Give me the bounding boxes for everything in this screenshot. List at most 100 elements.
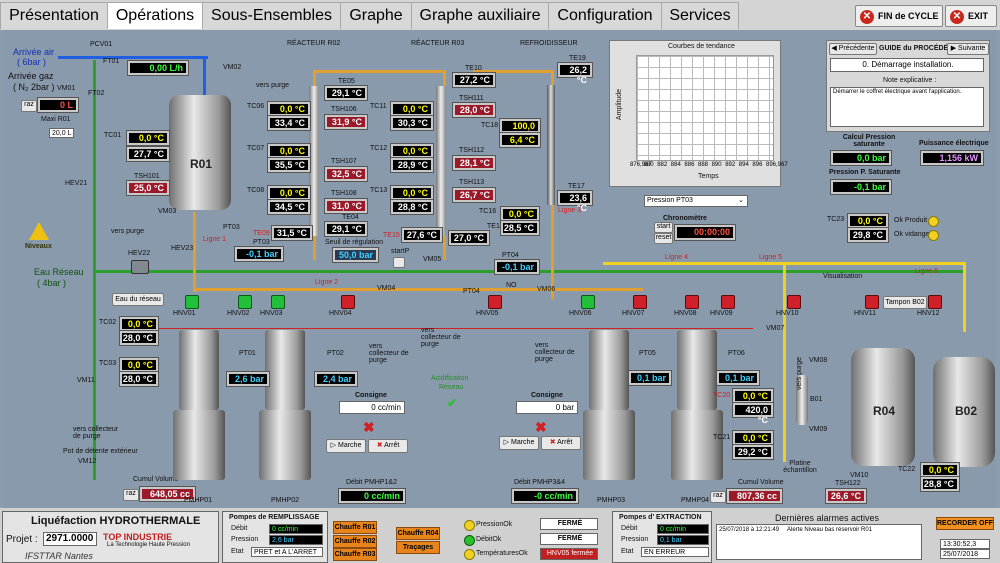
hnv11-valve[interactable] bbox=[865, 295, 879, 309]
te04-value: 29,1 °C bbox=[325, 222, 367, 236]
tc01-setpoint[interactable]: 0,0 °C bbox=[127, 131, 169, 145]
tab-graphe-auxiliaire[interactable]: Graphe auxiliaire bbox=[411, 2, 549, 29]
tracages-button[interactable]: Traçages bbox=[396, 541, 440, 554]
tank-b02 bbox=[933, 357, 995, 467]
tc22-label: TC22 bbox=[898, 466, 916, 473]
tc07-value: 35,5 °C bbox=[268, 158, 310, 172]
raz-cumul-2-button[interactable]: raz bbox=[710, 491, 726, 503]
vers-purge-1: vers purge bbox=[256, 82, 290, 89]
chevron-down-icon: ⌄ bbox=[738, 197, 744, 204]
consigne-12-input[interactable]: 0 cc/min bbox=[339, 401, 405, 414]
chart-x-tick: 894 bbox=[738, 162, 749, 168]
hev22-valve[interactable] bbox=[131, 260, 149, 274]
pmhp12-arret-button[interactable]: ✖ Arrêt bbox=[368, 439, 408, 453]
tc21-setpoint[interactable]: 0,0 °C bbox=[733, 431, 773, 445]
stop-icon: ✖ bbox=[549, 439, 556, 446]
tc02-setpoint[interactable]: 0,0 °C bbox=[120, 317, 158, 331]
pt04-label-a: PT04 bbox=[502, 252, 519, 259]
te09-value: 31,5 °C bbox=[272, 226, 312, 240]
hnv03-label: HNV03 bbox=[260, 310, 283, 317]
tab-operations[interactable]: Opérations bbox=[107, 2, 203, 29]
chauffe-r03-button[interactable]: Chauffe R03 bbox=[333, 548, 377, 561]
seuil-regulation-input[interactable]: 50,0 bar bbox=[333, 248, 378, 262]
chrono-reset-button[interactable]: reset bbox=[654, 233, 673, 244]
rempl-debit-label: Débit bbox=[231, 525, 248, 532]
guide-prev-button[interactable]: ◀ Précédente bbox=[829, 43, 877, 55]
hnv08-valve[interactable] bbox=[685, 295, 699, 309]
tc13-setpoint[interactable]: 0,0 °C bbox=[391, 186, 433, 200]
hnv12-valve[interactable] bbox=[928, 295, 942, 309]
tab-graphe[interactable]: Graphe bbox=[340, 2, 412, 29]
hnv06-valve[interactable] bbox=[581, 295, 595, 309]
tc11-value: 30,3 °C bbox=[391, 116, 433, 130]
tc23-setpoint[interactable]: 0,0 °C bbox=[848, 214, 888, 228]
startp-button[interactable] bbox=[393, 257, 405, 268]
tab-sous-ensembles[interactable]: Sous-Ensembles bbox=[202, 2, 341, 29]
tsh112-value: 28,1 °C bbox=[453, 156, 495, 170]
hnv04-valve[interactable] bbox=[341, 295, 355, 309]
tc06-setpoint[interactable]: 0,0 °C bbox=[268, 102, 310, 116]
maxi-r01-input[interactable]: 20,0 L bbox=[49, 128, 74, 138]
tc18-setpoint[interactable]: 100,0 °C bbox=[500, 119, 540, 141]
pipe-r01-out bbox=[193, 212, 196, 292]
tc20-label: TC20 bbox=[713, 392, 731, 399]
tc08-setpoint[interactable]: 0,0 °C bbox=[268, 186, 310, 200]
tc22-setpoint[interactable]: 0,0 °C bbox=[921, 463, 959, 477]
air-label: Arrivée air bbox=[13, 47, 55, 57]
exit-button[interactable]: ✕EXIT bbox=[945, 5, 997, 27]
tc07-setpoint[interactable]: 0,0 °C bbox=[268, 144, 310, 158]
hev21-label: HEV21 bbox=[65, 180, 88, 187]
hnv03-valve[interactable] bbox=[271, 295, 285, 309]
chrono-start-button[interactable]: start bbox=[654, 222, 673, 233]
rempl-etat-value: PRET et A L'ARRET bbox=[251, 547, 323, 557]
pmhp34-arret-button[interactable]: ✖ Arrêt bbox=[541, 436, 581, 450]
tc12-setpoint[interactable]: 0,0 °C bbox=[391, 144, 433, 158]
check-icon: ✔ bbox=[447, 396, 458, 410]
consigne-34-input[interactable]: 0 bar bbox=[516, 401, 578, 414]
chauffe-r01-button[interactable]: Chauffe R01 bbox=[333, 521, 377, 534]
chart-signal-select[interactable]: Pression PT03⌄ bbox=[644, 195, 748, 207]
collector-label-4: vers collecteur de purge bbox=[421, 327, 461, 348]
status-bar: Liquéfaction HYDROTHERMALE Projet : 2971… bbox=[0, 508, 1000, 563]
alarms-list[interactable]: 25/07/2018 à 12:21:49 Alerte Niveau bas … bbox=[716, 524, 922, 560]
hnv07-valve[interactable] bbox=[633, 295, 647, 309]
guide-note: Démarrer le coffret électrique avant l'a… bbox=[830, 87, 984, 127]
tab-services[interactable]: Services bbox=[661, 2, 739, 29]
pmhp34-marche-button[interactable]: ▷ Marche bbox=[499, 436, 539, 450]
hnv05-valve[interactable] bbox=[488, 295, 502, 309]
tab-configuration[interactable]: Configuration bbox=[548, 2, 662, 29]
tc03-label: TC03 bbox=[99, 360, 117, 367]
hnv09-valve[interactable] bbox=[721, 295, 735, 309]
tc16-setpoint[interactable]: 0,0 °C bbox=[501, 207, 539, 221]
vers-purge-3: vers purge bbox=[796, 356, 804, 391]
te17-label: TE17 bbox=[568, 183, 585, 190]
raz-ft02-button[interactable]: raz bbox=[21, 100, 37, 112]
te19-value: 26,2 °C bbox=[558, 63, 592, 85]
air-pipe bbox=[58, 56, 208, 59]
chauffe-r04-button[interactable]: Chauffe R04 bbox=[396, 527, 440, 540]
tsh113-value: 26,7 °C bbox=[453, 188, 495, 202]
puissance-label: Puissance électrique bbox=[919, 140, 989, 147]
hnv01-valve[interactable] bbox=[185, 295, 199, 309]
tsh122-label: TSH122 bbox=[835, 480, 861, 487]
recorder-button[interactable]: RECORDER OFF bbox=[936, 517, 994, 530]
rempl-debit-value: 0 cc/min bbox=[269, 524, 323, 534]
raz-cumul-1-button[interactable]: raz bbox=[123, 489, 139, 501]
hnv02-valve[interactable] bbox=[238, 295, 252, 309]
guide-next-button[interactable]: ▶ Suivante bbox=[947, 43, 989, 55]
tampon-b02-button[interactable]: Tampon B02 bbox=[883, 296, 927, 309]
tc11-setpoint[interactable]: 0,0 °C bbox=[391, 102, 433, 116]
pump-pmhp02-body bbox=[265, 330, 305, 410]
tc20-setpoint[interactable]: 0,0 °C bbox=[733, 389, 773, 403]
fin-cycle-button[interactable]: ✕FIN de CYCLE bbox=[855, 5, 943, 27]
chauffe-r02-button[interactable]: Chauffe R02 bbox=[333, 535, 377, 548]
te14-label: TE14 bbox=[487, 223, 504, 230]
hnv10-valve[interactable] bbox=[787, 295, 801, 309]
pmhp12-marche-button[interactable]: ▷ Marche bbox=[326, 439, 366, 453]
extr-pression-value: 0,1 bar bbox=[657, 535, 709, 545]
tab-presentation[interactable]: Présentation bbox=[0, 2, 108, 29]
b02-label: B02 bbox=[955, 404, 978, 418]
tc03-setpoint[interactable]: 0,0 °C bbox=[120, 358, 158, 372]
eau-reseau-button[interactable]: Eau du réseau bbox=[112, 293, 164, 306]
